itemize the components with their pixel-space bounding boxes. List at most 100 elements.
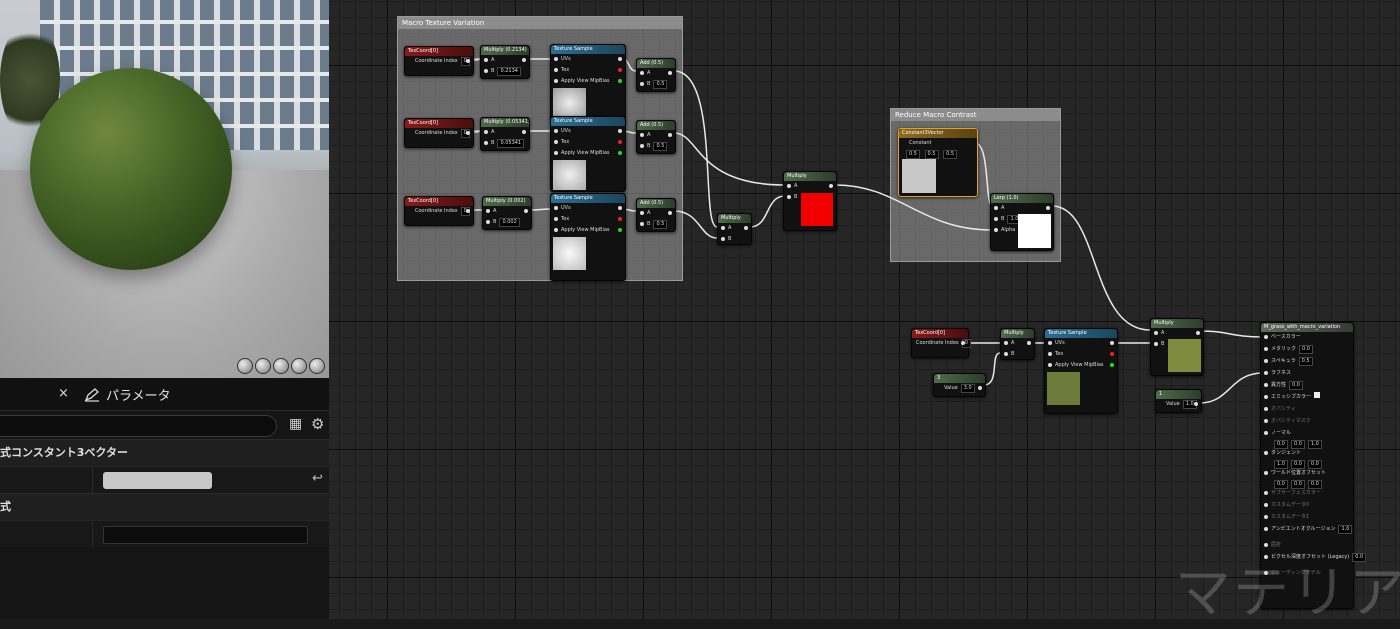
value-field[interactable]: 0.05341 [497,139,525,148]
texture-sample-node[interactable]: Texture Sample UVs Tex Apply View MipBia… [1044,328,1118,414]
cylinder-preview-icon[interactable] [255,358,271,374]
result-value-field[interactable]: 0.5 [1298,357,1313,366]
section-header-expression[interactable]: 式 [0,493,329,520]
multiply-node[interactable]: Multiply A B [717,213,752,245]
result-value-field[interactable]: 0.0 [1289,381,1303,390]
emissive-color-swatch[interactable] [1314,392,1321,398]
table-view-icon[interactable]: ▦ [289,416,303,432]
node-title: Texture Sample [551,117,625,126]
result-value-field[interactable]: 0.0 [1274,480,1288,489]
result-input-row: オパシティマスク [1261,416,1353,428]
result-input-label: スペキュラ [1271,358,1296,364]
material-result-node[interactable]: M_grass_with_macro_variation ベースカラーメタリック… [1260,322,1367,609]
pin-a: A [637,130,675,141]
result-value-field[interactable]: 0.0 [1290,460,1305,469]
search-row: ▦ ⚙ [0,411,329,439]
section-header-constant3vector[interactable]: 式コンスタント3ベクター [0,439,329,466]
tab-parameters[interactable]: パラメータ [84,385,171,404]
constant-g-field[interactable]: 0.5 [924,150,939,159]
value-field[interactable]: 0.5 [653,220,668,229]
node-title: TexCoord[0] [405,197,473,206]
multiply-node[interactable]: Multiply A B [1150,318,1204,376]
constant-b-field[interactable]: 0.5 [943,150,958,159]
node-title: M_grass_with_macro_variation [1261,323,1353,332]
result-value-field[interactable]: 0.0 [1290,480,1305,489]
result-value-field[interactable]: 0.0 [1299,345,1313,354]
watermark-text: マテリアル [1175,561,1400,626]
result-value-field[interactable]: 1.0 [1274,460,1288,469]
pin-b: B [784,192,836,203]
result-value-field[interactable]: 0.0 [1352,553,1367,562]
search-input[interactable] [0,415,277,437]
value-field[interactable]: 0.5 [653,80,668,89]
texture-sample-node[interactable]: Texture Sample UVs Tex Apply View MipBia… [550,116,626,192]
result-value-field[interactable]: 1.0 [1338,525,1353,534]
preview-thumbnail [1168,339,1201,372]
preview-sphere [30,68,232,270]
constant-r-field[interactable]: 0.5 [906,150,920,159]
result-input-row: 屈折 [1261,540,1353,552]
value-field[interactable]: 0.002 [499,218,520,227]
value-field[interactable]: 0.5 [653,142,668,151]
node-title: Add (0.5) [637,199,675,208]
result-input-label: 異方性 [1271,382,1287,388]
result-value-field[interactable]: 0.0 [1274,440,1288,449]
mip-pin: Apply View MipBias [551,76,625,87]
close-tab-icon[interactable]: × [58,386,69,401]
value-field[interactable]: 0.2134 [497,67,521,76]
color-swatch[interactable] [103,472,212,489]
constant3vector-node[interactable]: Constant3Vector Constant 0.5 0.5 0.5 [898,128,978,197]
result-input-label: カスタムデータ1 [1271,514,1310,520]
result-value-field[interactable]: 0.0 [1307,460,1322,469]
result-input-label: ワールド位置オフセット [1271,470,1327,476]
result-value-field[interactable]: 0.0 [1307,480,1322,489]
preview-thumbnail [801,193,833,226]
node-title: Multiply [1001,329,1034,338]
material-preview-viewport[interactable] [0,0,329,378]
constant-label: Constant [909,140,932,146]
plane-preview-icon[interactable] [273,358,289,374]
result-input-label: オパシティ [1271,406,1296,412]
mesh-preview-icon[interactable] [309,358,325,374]
multiply-node[interactable]: Multiply A B [783,171,837,231]
uvs-pin: UVs [1045,338,1117,349]
result-input-row: エミッシブカラー [1261,392,1353,404]
node-title: Add (0.5) [637,59,675,68]
pin-a: A [784,181,836,192]
property-row-desc [0,520,329,547]
value-field[interactable]: 3.0 [960,384,975,393]
result-value-field[interactable]: 1.0 [1307,440,1322,449]
description-input[interactable] [103,526,308,544]
column-divider [92,467,93,493]
reset-icon[interactable]: ↩ [312,471,323,486]
result-value-field[interactable]: 0.0 [1290,440,1305,449]
texture-sample-node[interactable]: Texture Sample UVs Tex Apply View MipBia… [550,44,626,120]
comment-title: Macro Texture Variation [398,17,682,29]
cube-preview-icon[interactable] [291,358,307,374]
texture-sample-node[interactable]: Texture Sample UVs Tex Apply View MipBia… [550,193,626,281]
sphere-preview-icon[interactable] [237,358,253,374]
pin-b: B [1001,349,1034,360]
gear-icon[interactable]: ⚙ [311,415,325,433]
multiply-node[interactable]: Multiply A B [1000,328,1035,360]
